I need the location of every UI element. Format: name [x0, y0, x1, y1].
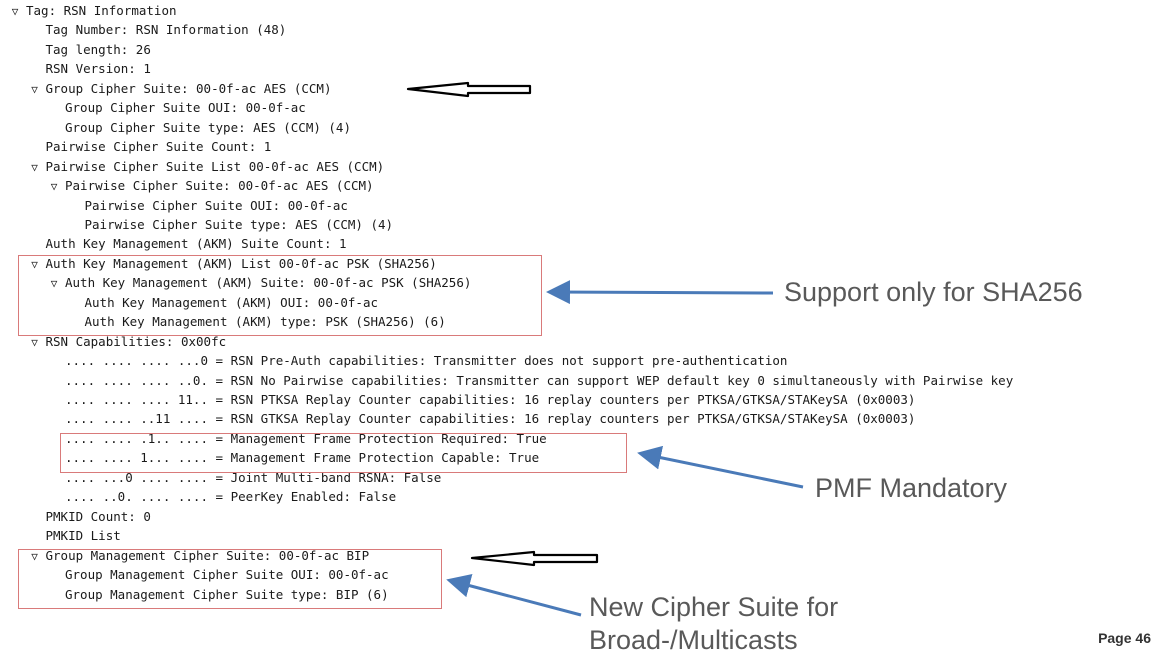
tree-row[interactable]: .... .... .... ..0. = RSN No Pairwise ca…	[65, 371, 1013, 390]
tree-row[interactable]: Auth Key Management (AKM) type: PSK (SHA…	[85, 312, 446, 331]
tree-row-label: Pairwise Cipher Suite List 00-0f-ac AES …	[45, 158, 385, 174]
tree-row[interactable]: Pairwise Cipher Suite Count: 1	[46, 137, 272, 156]
tree-row[interactable]: .... .... .1.. .... = Management Frame P…	[65, 429, 547, 448]
tree-row-label: Pairwise Cipher Suite Count: 1	[45, 139, 272, 155]
tree-row-label: Group Management Cipher Suite type: BIP …	[65, 586, 389, 602]
tree-row-label: .... ..0. .... .... = PeerKey Enabled: F…	[65, 489, 397, 505]
tree-row[interactable]: Group Cipher Suite type: AES (CCM) (4)	[65, 118, 351, 137]
tree-row[interactable]: Group Cipher Suite OUI: 00-0f-ac	[65, 98, 306, 117]
tree-row[interactable]: PMKID List	[46, 526, 121, 545]
tree-row[interactable]: ▽ Auth Key Management (AKM) List 00-0f-ac…	[31, 254, 437, 273]
tree-row[interactable]: Auth Key Management (AKM) Suite Count: 1	[46, 234, 347, 253]
tree-row-label: Group Cipher Suite type: AES (CCM) (4)	[65, 119, 351, 135]
tree-row-label: Auth Key Management (AKM) Suite Count: 1	[45, 236, 347, 252]
tree-row[interactable]: ▽ Tag: RSN Information	[12, 1, 177, 20]
tree-row-label: .... .... 1... .... = Management Frame P…	[65, 450, 540, 466]
tree-row-label: Group Cipher Suite OUI: 00-0f-ac	[65, 100, 306, 116]
tree-row[interactable]: ▽ Pairwise Cipher Suite: 00-0f-ac AES (CC…	[51, 176, 374, 195]
tree-row[interactable]: ▽ Auth Key Management (AKM) Suite: 00-0f-…	[51, 273, 472, 292]
tree-row-label: .... .... .... ...0 = RSN Pre-Auth capab…	[65, 353, 788, 369]
akm-highlight-box	[18, 255, 542, 336]
tree-row[interactable]: ▽ Pairwise Cipher Suite List 00-0f-ac AES…	[31, 157, 385, 176]
tree-row[interactable]: PMKID Count: 0	[46, 507, 151, 526]
tree-row[interactable]: ▽ Group Cipher Suite: 00-0f-ac AES (CCM)	[31, 79, 332, 98]
tree-row-label: .... ...0 .... .... = Joint Multi-band R…	[65, 469, 442, 485]
tree-row[interactable]: Pairwise Cipher Suite OUI: 00-0f-ac	[85, 196, 348, 215]
tree-row-label: Tag: RSN Information	[26, 3, 177, 18]
bip-callout-text-line2: Broad-/Multicasts	[589, 625, 798, 655]
tree-row[interactable]: Tag Number: RSN Information (48)	[46, 20, 287, 39]
tree-row-label: RSN Capabilities: 0x00fc	[45, 333, 227, 349]
tree-row-label: Auth Key Management (AKM) Suite: 00-0f-a…	[65, 275, 472, 291]
tree-row[interactable]: RSN Version: 1	[46, 59, 151, 78]
expand-triangle-icon[interactable]: ▽	[31, 160, 38, 174]
page-number: Page 46	[1098, 630, 1151, 646]
tree-row-label: Auth Key Management (AKM) type: PSK (SHA…	[84, 314, 446, 330]
tree-row-label: Auth Key Management (AKM) List 00-0f-ac …	[45, 255, 437, 271]
tree-row[interactable]: .... .... .... ...0 = RSN Pre-Auth capab…	[65, 351, 787, 370]
bip-highlight-box	[18, 549, 442, 609]
expand-triangle-icon[interactable]: ▽	[50, 180, 58, 194]
expand-triangle-icon[interactable]: ▽	[31, 335, 38, 349]
tree-row[interactable]: ▽ RSN Capabilities: 0x00fc	[31, 332, 227, 351]
tree-row-label: .... .... .1.. .... = Management Frame P…	[65, 430, 547, 446]
tree-row-label: PMKID List	[45, 528, 121, 544]
tree-row[interactable]: .... ..0. .... .... = PeerKey Enabled: F…	[65, 487, 396, 506]
tree-row[interactable]: Group Management Cipher Suite OUI: 00-0f…	[65, 565, 389, 584]
tree-row[interactable]: .... .... 1... .... = Management Frame P…	[65, 448, 539, 467]
tree-row-label: Pairwise Cipher Suite OUI: 00-0f-ac	[84, 197, 348, 213]
sha256-callout-text: Support only for SHA256	[784, 277, 1083, 307]
tree-row[interactable]: .... .... .... 11.. = RSN PTKSA Replay C…	[65, 390, 915, 409]
tree-row[interactable]: .... .... ..11 .... = RSN GTKSA Replay C…	[65, 409, 915, 428]
tree-row[interactable]: Group Management Cipher Suite type: BIP …	[65, 585, 389, 604]
tree-row-label: .... .... .... 11.. = RSN PTKSA Replay C…	[65, 392, 916, 407]
expand-triangle-icon[interactable]: ▽	[50, 277, 58, 291]
tree-row[interactable]: Auth Key Management (AKM) OUI: 00-0f-ac	[85, 293, 379, 312]
tree-row-label: RSN Version: 1	[45, 61, 151, 77]
expand-triangle-icon[interactable]: ▽	[31, 82, 38, 96]
tree-row-label: Tag Number: RSN Information (48)	[45, 22, 287, 38]
expand-triangle-icon[interactable]: ▽	[31, 549, 38, 563]
tree-row-label: Auth Key Management (AKM) OUI: 00-0f-ac	[84, 294, 379, 310]
tree-row[interactable]: Tag length: 26	[46, 40, 151, 59]
tree-row-label: Tag length: 26	[45, 41, 151, 57]
bip-callout-text-line1: New Cipher Suite for	[589, 592, 839, 622]
tree-row-label: PMKID Count: 0	[45, 508, 151, 524]
tree-row-label: .... .... ..11 .... = RSN GTKSA Replay C…	[65, 411, 916, 427]
expand-triangle-icon[interactable]: ▽	[31, 257, 38, 271]
tree-row[interactable]: .... ...0 .... .... = Joint Multi-band R…	[65, 468, 441, 487]
tree-row-label: Pairwise Cipher Suite: 00-0f-ac AES (CCM…	[65, 178, 374, 194]
expand-triangle-icon[interactable]: ▽	[11, 5, 19, 18]
pmf-highlight-box	[60, 433, 627, 473]
pmf-callout-text: PMF Mandatory	[815, 473, 1008, 503]
tree-row-label: Pairwise Cipher Suite type: AES (CCM) (4…	[84, 216, 394, 232]
tree-row[interactable]: Pairwise Cipher Suite type: AES (CCM) (4…	[85, 215, 394, 234]
tree-row-label: .... .... .... ..0. = RSN No Pairwise ca…	[65, 372, 1014, 388]
tree-row-label: Group Management Cipher Suite: 00-0f-ac …	[45, 547, 370, 563]
tree-row[interactable]: ▽ Group Management Cipher Suite: 00-0f-ac…	[31, 546, 370, 565]
tree-row-label: Group Cipher Suite: 00-0f-ac AES (CCM)	[45, 80, 332, 96]
tree-row-label: Group Management Cipher Suite OUI: 00-0f…	[65, 567, 389, 583]
